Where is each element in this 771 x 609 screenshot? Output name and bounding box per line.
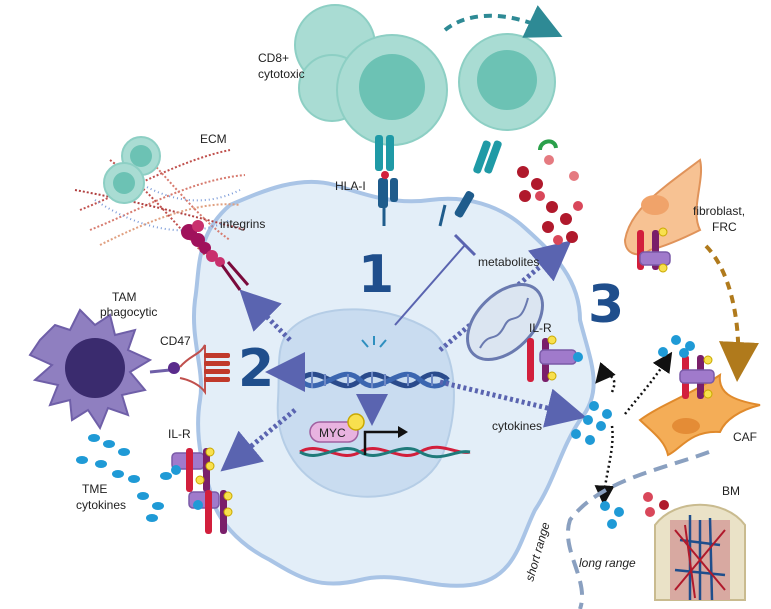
tme-label-1: TME [82,482,107,496]
myc-label: MYC [319,426,346,440]
tcr-hla-complex [375,135,558,227]
cd8-label-2: cytotoxic [258,67,305,81]
myc-gene [299,413,471,459]
myc-box [309,421,359,443]
number-3: 3 [588,275,624,335]
cd8-t-cells [294,4,556,146]
bm-cytokine-dots [600,492,669,529]
tam-label-1: TAM [112,290,136,304]
mitochondrion-icon [466,283,544,361]
cd8-label-1: CD8+ [258,51,289,65]
tam-macrophage [28,308,180,431]
bm-label: BM [722,484,740,498]
nucleus [276,308,455,498]
fibroblast-label-1: fibroblast, [693,204,745,218]
dna-helix-icon [298,336,450,389]
integrins-label: integrins [220,217,265,231]
cytokines-label: cytokines [492,419,542,433]
fibroblast-label-2: FRC [712,220,737,234]
cd47-receptor [179,344,230,396]
caf-cytokine-dots [658,335,695,357]
autocrine-arrow [595,361,616,393]
tme-cytokine-dots [76,434,172,522]
fibroblast-to-caf-arrow [704,244,759,382]
inhibition-bar [453,233,477,257]
ilr-right-label: IL-R [529,321,552,335]
integrins-icon [181,220,250,291]
myc-ligand-icon [347,413,365,431]
ecm-label: ECM [200,132,227,146]
cd47-label: CD47 [160,334,191,348]
number-1: 1 [358,245,394,305]
bone-marrow-icon [654,503,746,601]
ilr-left-label: IL-R [168,427,191,441]
hla-label: HLA-I [335,179,366,193]
paracrine-arrow [624,351,673,415]
hla-inhibition-line [394,244,466,326]
il-receptor-left [171,447,233,534]
caf-label: CAF [733,430,757,444]
long-range-label: long range [579,556,636,570]
metabolite-dots [517,155,583,245]
cytokine-dots-right [571,401,612,445]
il-receptor-right [527,335,583,382]
range-boundary [566,450,710,609]
arrow-to-cytokines [439,379,587,428]
long-range-arrow [594,425,615,506]
number-2: 2 [238,339,274,399]
tme-label-2: cytokines [76,498,126,512]
metabolites-label: metabolites [478,255,539,269]
arrow-to-ilr-left [220,408,297,472]
tam-label-2: phagocytic [100,305,157,319]
caf-cell [638,348,761,457]
t-cell-migration-arrow [443,5,563,38]
fibroblast-cell [623,158,702,273]
